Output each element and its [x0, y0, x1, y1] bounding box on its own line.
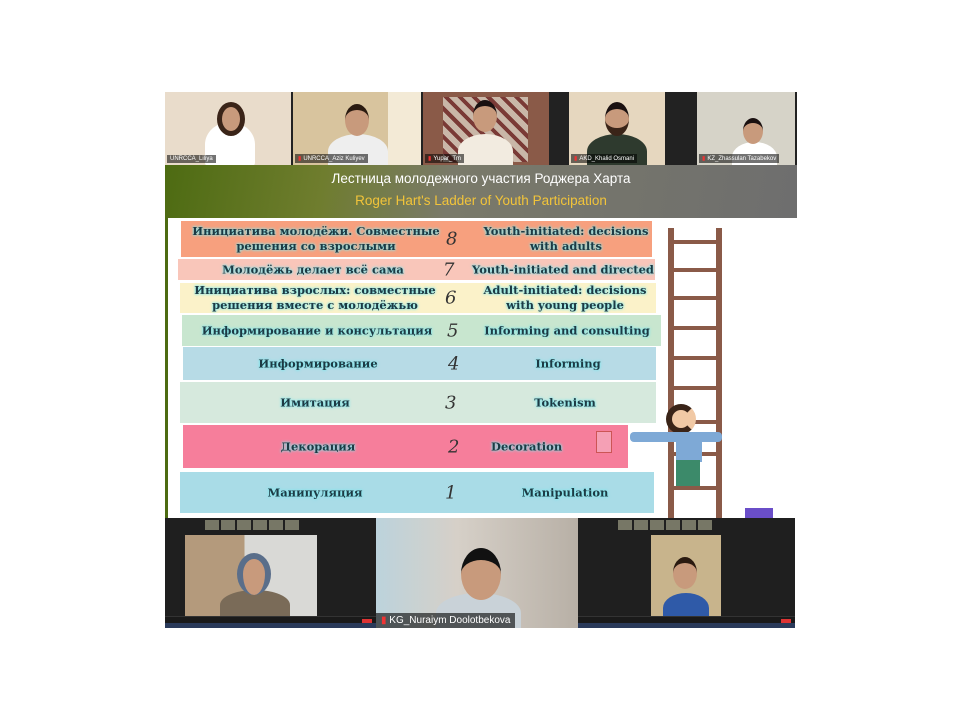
- rung-label-ru: Молодёжь делает всё сама: [222, 262, 404, 277]
- rung-number: 7: [443, 259, 455, 280]
- rung-label-ru: Информирование: [258, 356, 378, 371]
- slide-title-ru: Лестница молодежного участия Роджера Хар…: [331, 171, 631, 186]
- ladder-rung-7: Молодёжь делает всё сама 7 Youth-initiated…: [178, 259, 655, 280]
- ladder-step: [672, 356, 718, 360]
- rung-label-ru: Манипуляция: [267, 485, 363, 500]
- mic-muted-icon: ▮: [428, 156, 432, 162]
- paint-roller-icon: [596, 431, 612, 453]
- participant-video: [458, 134, 513, 165]
- rung-number: 3: [445, 392, 457, 413]
- participant-head: [743, 118, 763, 144]
- rung-label-en: Decoration: [491, 439, 563, 454]
- slide-header: Лестница молодежного участия Роджера Хар…: [165, 165, 797, 218]
- ladder-rung-4: Информирование 4 Informing: [183, 347, 656, 380]
- zoom-screenshot: [165, 518, 376, 628]
- rung-label-ru: Имитация: [280, 395, 350, 410]
- rung-label-en: Informing and consulting: [484, 323, 650, 338]
- end-meeting-button[interactable]: [362, 619, 372, 624]
- rung-number: 2: [448, 436, 460, 457]
- video-tile[interactable]: ▮Yupar_Tm: [423, 92, 549, 165]
- rung-label-en: Youth-initiated: decisions with adults: [483, 224, 649, 253]
- participant-head: [345, 104, 369, 136]
- participant-head: [605, 102, 629, 136]
- rung-label-en: Manipulation: [521, 485, 609, 500]
- ladder-step: [672, 386, 718, 390]
- rung-number: 5: [447, 320, 459, 341]
- rung-number: 1: [445, 482, 457, 503]
- ladder-rung-5: Информирование и консультация 5 Informing …: [182, 315, 661, 346]
- mic-muted-icon: ▮: [381, 615, 390, 626]
- participant-head: [473, 100, 497, 132]
- zoom-screenshot: ▮ KG_Nuraiym Doolotbekova: [376, 518, 578, 628]
- participant-thumbnails[interactable]: [205, 520, 299, 530]
- video-tile[interactable]: ▮KZ_Zhassulan Tazabekov: [697, 92, 795, 165]
- rung-number: 6: [445, 287, 457, 309]
- video-tile[interactable]: ▮AKD_Khalid Osmani: [569, 92, 665, 165]
- participant-name: ▮KZ_Zhassulan Tazabekov: [699, 154, 780, 163]
- ladder-rung-6: Инициатива взрослых: совместные решения …: [180, 283, 656, 313]
- participant-head: [237, 553, 271, 595]
- participant-video[interactable]: [185, 535, 317, 620]
- participant-name: ▮Yupar_Tm: [425, 154, 464, 163]
- paint-bucket-icon: [745, 508, 773, 518]
- boy-shirt: [676, 432, 702, 462]
- ladder-rail: [716, 228, 722, 518]
- taskbar: [578, 623, 795, 628]
- window-background: [388, 92, 421, 165]
- zoom-screenshot: [578, 518, 795, 628]
- participant-body: [220, 590, 290, 620]
- boy-trousers: [676, 460, 700, 486]
- rung-label-ru: Инициатива молодёжи. Совместные решения …: [192, 224, 440, 253]
- mic-muted-icon: ▮: [574, 156, 578, 162]
- video-tile[interactable]: ▮UNRCCA_Aziz Kuliyev: [293, 92, 421, 165]
- ladder-rail: [668, 228, 674, 518]
- rung-label-en: Adult-initiated: decisions with young pe…: [483, 283, 647, 312]
- mic-muted-icon: ▮: [298, 156, 302, 162]
- ladder-rung-2: Декорация 2 Decoration: [183, 425, 628, 468]
- ladder-rung-8: Инициатива молодёжи. Совместные решения …: [181, 221, 652, 257]
- participant-head: [673, 557, 697, 589]
- participant-thumbnails[interactable]: [618, 520, 712, 530]
- rung-label-ru: Информирование и консультация: [201, 323, 433, 338]
- video-tile[interactable]: UNRCCA_Liliya: [165, 92, 291, 165]
- slide-title-en: Roger Hart's Ladder of Youth Participati…: [355, 193, 607, 208]
- participant-head: [217, 102, 245, 136]
- rung-number: 4: [448, 353, 460, 374]
- ladder-step: [672, 486, 718, 490]
- ladder-step: [672, 268, 718, 272]
- ladder-step: [672, 326, 718, 330]
- rung-label-ru: Инициатива взрослых: совместные решения …: [194, 283, 436, 312]
- speaker-name-label: ▮ KG_Nuraiym Doolotbekova: [376, 613, 516, 628]
- mic-muted-icon: ▮: [702, 156, 706, 162]
- ladder-rung-1: Манипуляция 1 Manipulation: [180, 472, 654, 513]
- rung-label-en: Informing: [535, 356, 601, 371]
- participant-name: ▮AKD_Khalid Osmani: [571, 154, 638, 163]
- participant-head: [461, 548, 501, 600]
- ladder-step: [672, 240, 718, 244]
- ladder-step: [672, 296, 718, 300]
- boy-illustration: [666, 404, 696, 434]
- ladder-rung-3: Имитация 3 Tokenism: [180, 382, 656, 423]
- rung-number: 8: [446, 228, 458, 250]
- taskbar: [165, 623, 376, 628]
- slide-left-edge: [165, 218, 168, 518]
- rung-label-en: Youth-initiated and directed: [472, 262, 654, 277]
- rung-label-en: Tokenism: [534, 395, 596, 410]
- end-meeting-button[interactable]: [781, 619, 791, 624]
- rung-label-ru: Декорация: [280, 439, 356, 454]
- participant-video[interactable]: [651, 535, 721, 623]
- participant-name: ▮UNRCCA_Aziz Kuliyev: [295, 154, 368, 163]
- participant-name: UNRCCA_Liliya: [167, 155, 216, 163]
